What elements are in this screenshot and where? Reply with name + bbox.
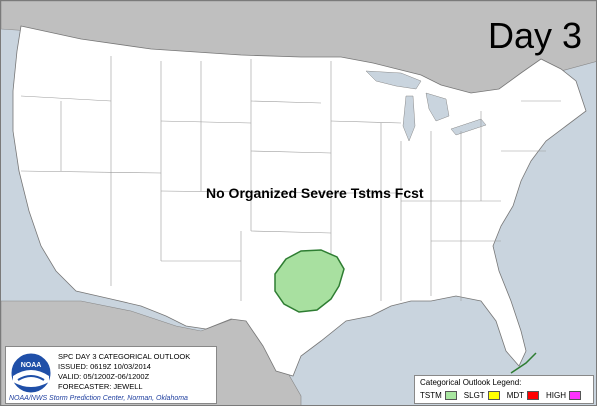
legend-item-slgt: SLGT <box>464 391 500 400</box>
legend-label-tstm: TSTM <box>420 391 442 400</box>
noaa-logo-text: NOAA <box>21 362 42 369</box>
legend-items: TSTM SLGT MDT HIGH <box>420 391 588 400</box>
legend-swatch-slgt <box>487 391 500 400</box>
valid-time: VALID: 05/1200Z-06/1200Z <box>58 372 150 381</box>
legend-swatch-mdt <box>527 391 540 400</box>
lake-michigan <box>402 95 416 142</box>
day-label: Day 3 <box>487 15 582 56</box>
legend-label-high: HIGH <box>546 391 567 400</box>
tstm-area <box>274 249 345 313</box>
great-lakes <box>365 70 422 90</box>
legend-swatch-high <box>569 391 582 400</box>
legend-label-mdt: MDT <box>506 391 525 400</box>
outlook-info-lines: SPC DAY 3 CATEGORICAL OUTLOOK ISSUED: 06… <box>58 352 190 392</box>
lake-huron <box>425 92 450 122</box>
outlook-title: SPC DAY 3 CATEGORICAL OUTLOOK <box>58 352 191 361</box>
forecast-headline: No Organized Severe Tstms Fcst <box>206 185 424 201</box>
spc-credit: NOAA/NWS Storm Prediction Center, Norman… <box>9 395 188 402</box>
legend-item-tstm: TSTM <box>420 391 457 400</box>
legend-item-mdt: MDT <box>506 391 540 400</box>
noaa-logo-icon: NOAA <box>10 352 52 394</box>
outlook-legend: Categorical Outlook Legend: TSTM SLGT MD… <box>414 375 594 404</box>
outlook-info-box: NOAA SPC DAY 3 CATEGORICAL OUTLOOK ISSUE… <box>5 346 217 404</box>
florida-keys <box>510 352 537 374</box>
issued-time: ISSUED: 0619Z 10/03/2014 <box>58 362 151 371</box>
lake-erie <box>450 118 487 136</box>
legend-item-high: HIGH <box>546 391 582 400</box>
state-borders <box>20 56 561 301</box>
legend-label-slgt: SLGT <box>463 391 485 400</box>
legend-swatch-tstm <box>444 391 457 400</box>
legend-title: Categorical Outlook Legend: <box>420 378 522 387</box>
forecaster: FORECASTER: JEWELL <box>58 382 143 391</box>
